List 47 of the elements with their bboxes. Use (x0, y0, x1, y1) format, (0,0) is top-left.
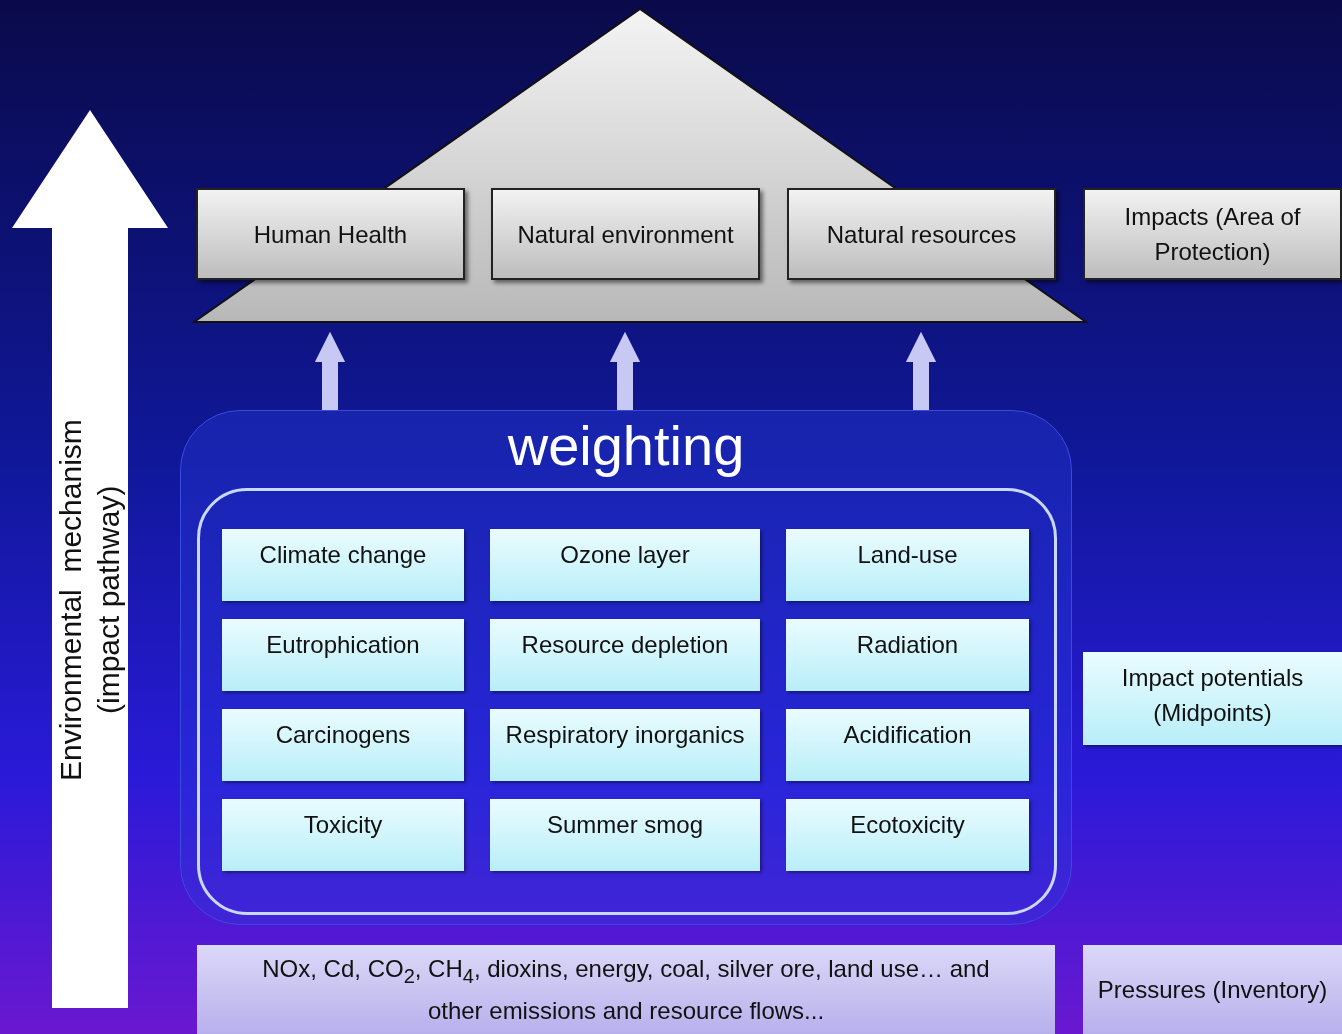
category-box (490, 709, 760, 781)
category-label: Human Health (253, 219, 408, 250)
category-label: Ecotoxicity (850, 810, 965, 840)
category-label: Acidification (843, 720, 972, 750)
weighting-panel (180, 410, 1072, 925)
category-label: Natural environment (517, 219, 734, 250)
category-box (222, 799, 464, 871)
category-box (786, 709, 1029, 781)
category-box (1083, 652, 1342, 745)
category-label: Impacts (Area of Protection) (1123, 202, 1302, 267)
category-label: NOx, Cd, CO$_{2}$, CH$_{4}$, dioxins, energy, coal, silver ore, land use… and other emissions and resource flows... (261, 953, 991, 1027)
pathway-label: Environmental mechanism (impact pathway) (53, 418, 126, 783)
category-label: Respiratory inorganics (505, 720, 745, 750)
weighting-heading: weighting (507, 413, 745, 479)
roof-shape (192, 8, 1088, 324)
category-label: Land-use (857, 540, 958, 570)
arrow (609, 331, 641, 410)
category-label: Toxicity (303, 810, 383, 840)
category-box (490, 799, 760, 871)
category-label: Impact potentials (Midpoints) (1120, 663, 1305, 728)
category-label: Ozone layer (560, 540, 690, 570)
arrow (905, 331, 937, 410)
category-box (1083, 188, 1342, 280)
inventory-box (197, 945, 1055, 1034)
category-label: Climate change (259, 540, 427, 570)
category-box (491, 188, 760, 280)
category-box (490, 529, 760, 601)
category-box (490, 619, 760, 691)
category-label: Eutrophication (266, 630, 420, 660)
category-label: Pressures (Inventory) (1096, 975, 1329, 1005)
arrow (314, 331, 346, 410)
category-box (786, 619, 1029, 691)
category-label: Radiation (856, 630, 959, 660)
category-label: Natural resources (826, 219, 1017, 250)
category-box (222, 619, 464, 691)
category-label: Resource depletion (521, 630, 729, 660)
category-box (787, 188, 1056, 280)
category-box (786, 529, 1029, 601)
inventory-box (1083, 945, 1342, 1034)
category-label: Summer smog (546, 810, 703, 840)
category-box (222, 529, 464, 601)
category-box (222, 709, 464, 781)
pathway-arrow (12, 110, 168, 1008)
category-box (196, 188, 465, 280)
midpoint-panel (197, 488, 1057, 915)
category-label: Carcinogens (275, 720, 411, 750)
category-box (786, 799, 1029, 871)
